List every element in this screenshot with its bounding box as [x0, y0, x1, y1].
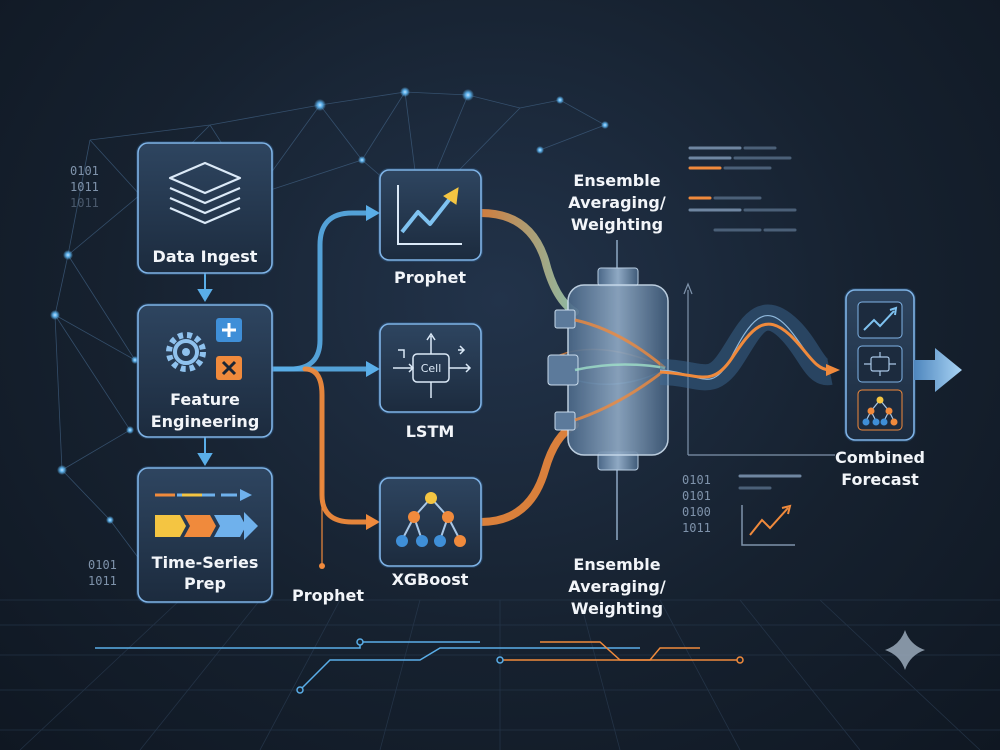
lstm-label: LSTM — [406, 422, 455, 441]
binary-left-top: 0101 1011 1011 — [70, 164, 99, 210]
svg-text:0101: 0101 — [88, 558, 117, 572]
layers-icon — [168, 161, 242, 225]
binary-left-bottom: 0101 1011 — [88, 558, 117, 588]
node-data-ingest: Data Ingest — [136, 141, 274, 275]
gear-icon — [166, 332, 206, 372]
svg-text:Combined: Combined — [835, 448, 925, 467]
lstm-cell-label: Cell — [421, 362, 442, 375]
prophet-label: Prophet — [394, 268, 466, 287]
data-ingest-label: Data Ingest — [153, 247, 258, 266]
background-network-nodes — [50, 87, 609, 524]
node-feature-engineering: Feature Engineering — [136, 303, 274, 439]
svg-text:1011: 1011 — [70, 180, 99, 194]
svg-text:Forecast: Forecast — [841, 470, 919, 489]
node-time-series-prep: Time-Series Prep — [136, 466, 274, 604]
ensemble-label-bottom: Ensemble Averaging/ Weighting — [568, 555, 666, 618]
feature-engineering-label-1: Feature — [170, 390, 240, 409]
lstm-cell-icon — [393, 332, 472, 398]
circuit-traces — [95, 638, 744, 694]
mini-trend-chart — [741, 504, 795, 546]
trend-chart-icon — [397, 185, 462, 245]
svg-text:Ensemble: Ensemble — [573, 171, 660, 190]
time-series-prep-label-2: Prep — [184, 574, 226, 593]
svg-text:0101: 0101 — [70, 164, 99, 178]
svg-text:1011: 1011 — [682, 521, 711, 535]
ensemble-mixer — [547, 240, 669, 540]
node-lstm: Cell — [378, 322, 483, 414]
svg-text:Averaging/: Averaging/ — [568, 193, 666, 212]
svg-text:Ensemble: Ensemble — [573, 555, 660, 574]
svg-text:1011: 1011 — [88, 574, 117, 588]
column-connectors — [197, 272, 213, 466]
combined-forecast-label: Combined Forecast — [835, 448, 925, 489]
svg-text:0100: 0100 — [682, 505, 711, 519]
sparkle-icon — [885, 630, 925, 670]
feature-engineering-label-2: Engineering — [151, 412, 260, 431]
forecast-wave-chart — [659, 282, 840, 456]
grid-floor — [0, 599, 1000, 750]
tree-icon — [396, 492, 466, 547]
branch-arrowheads — [319, 205, 380, 569]
multiply-icon — [216, 356, 242, 380]
code-lines-decoration — [688, 146, 802, 490]
prophet-side-label: Prophet — [292, 586, 364, 605]
node-combined-forecast — [844, 288, 916, 442]
plus-icon — [216, 318, 242, 342]
time-series-prep-label-1: Time-Series — [152, 553, 259, 572]
branch-flows — [269, 210, 373, 566]
ensemble-label-top: Ensemble Averaging/ Weighting — [568, 171, 666, 234]
svg-text:0101: 0101 — [682, 489, 711, 503]
svg-text:0101: 0101 — [682, 473, 711, 487]
svg-text:Weighting: Weighting — [571, 215, 663, 234]
xgboost-label: XGBoost — [392, 570, 469, 589]
node-prophet — [378, 168, 483, 262]
svg-text:Weighting: Weighting — [571, 599, 663, 618]
node-xgboost — [378, 476, 483, 568]
svg-text:Averaging/: Averaging/ — [568, 577, 666, 596]
arrow-right-icon — [914, 348, 962, 392]
timeline-arrows-icon — [155, 489, 258, 540]
binary-right: 0101 0101 0100 1011 — [682, 473, 711, 535]
svg-text:1011: 1011 — [70, 196, 99, 210]
